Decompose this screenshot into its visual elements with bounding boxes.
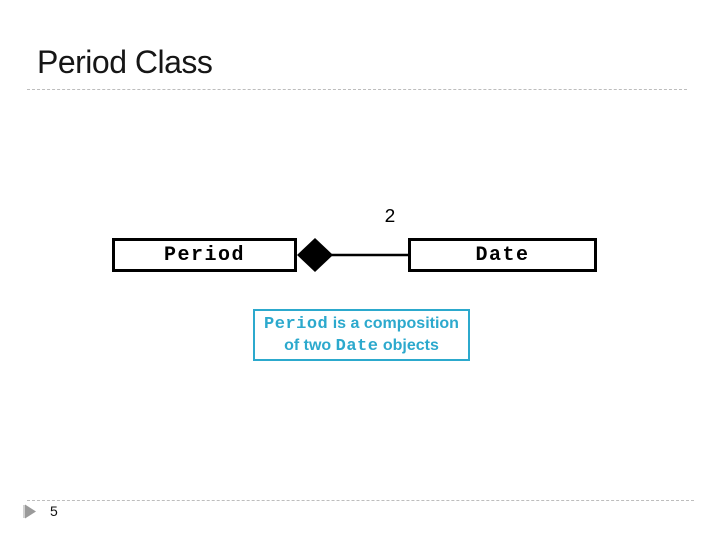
title-divider <box>27 89 687 90</box>
uml-class-box-period: Period <box>112 238 297 272</box>
footer-divider <box>27 500 694 501</box>
callout-code-date: Date <box>335 337 379 356</box>
callout-line-2: of two Date objects <box>284 335 439 357</box>
uml-class-label-date: Date <box>475 243 530 267</box>
callout-text-3: objects <box>378 337 439 354</box>
callout-text-1: is a composition <box>328 315 459 332</box>
callout-text-2: of two <box>284 337 336 354</box>
callout-box: Period is a composition of two Date obje… <box>253 309 470 361</box>
callout-code-period: Period <box>264 315 329 334</box>
footer-arrow-icon <box>23 504 36 519</box>
multiplicity-label: 2 <box>384 206 396 228</box>
page-number: 5 <box>50 503 58 519</box>
uml-class-label-period: Period <box>163 243 245 267</box>
uml-class-box-date: Date <box>408 238 597 272</box>
composition-diamond-icon <box>297 238 333 272</box>
callout-line-1: Period is a composition <box>264 313 459 335</box>
footer-arrow-front <box>25 504 36 519</box>
page-title: Period Class <box>37 44 213 80</box>
composition-edge <box>297 238 410 272</box>
